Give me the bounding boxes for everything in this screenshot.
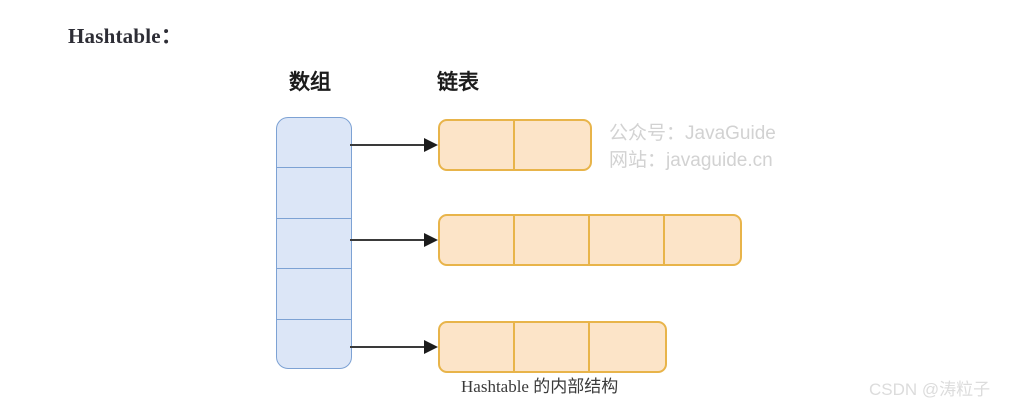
hash-array-column	[276, 117, 352, 369]
column-heading-linked-list: 链表	[437, 71, 479, 94]
watermark-csdn: CSDN @涛粒子	[869, 380, 991, 399]
watermark-javaguide: 公众号：JavaGuide 网站：javaguide.cn	[609, 120, 776, 174]
column-heading-array: 数组	[289, 71, 331, 94]
watermark-line-website: 网站：javaguide.cn	[609, 150, 773, 171]
array-bucket-2	[277, 219, 351, 270]
pointer-arrow-bucket-4	[350, 340, 438, 354]
chain-node	[590, 323, 665, 371]
linked-list-chain-bucket-4	[438, 321, 667, 373]
chain-node	[440, 121, 515, 169]
array-bucket-1	[277, 168, 351, 219]
array-bucket-4	[277, 320, 351, 368]
chain-node	[515, 216, 590, 264]
pointer-arrow-bucket-0	[350, 138, 438, 152]
chain-node	[515, 323, 590, 371]
chain-node	[515, 121, 590, 169]
pointer-arrow-bucket-2	[350, 233, 438, 247]
chain-node	[590, 216, 665, 264]
chain-node	[665, 216, 740, 264]
array-bucket-3	[277, 269, 351, 320]
page-title: Hashtable：	[68, 24, 183, 48]
linked-list-chain-bucket-0	[438, 119, 592, 171]
array-bucket-0	[277, 118, 351, 169]
diagram-caption: Hashtable 的内部结构	[461, 377, 619, 396]
chain-node	[440, 323, 515, 371]
watermark-line-wechat: 公众号：JavaGuide	[609, 123, 776, 144]
chain-node	[440, 216, 515, 264]
linked-list-chain-bucket-2	[438, 214, 742, 266]
